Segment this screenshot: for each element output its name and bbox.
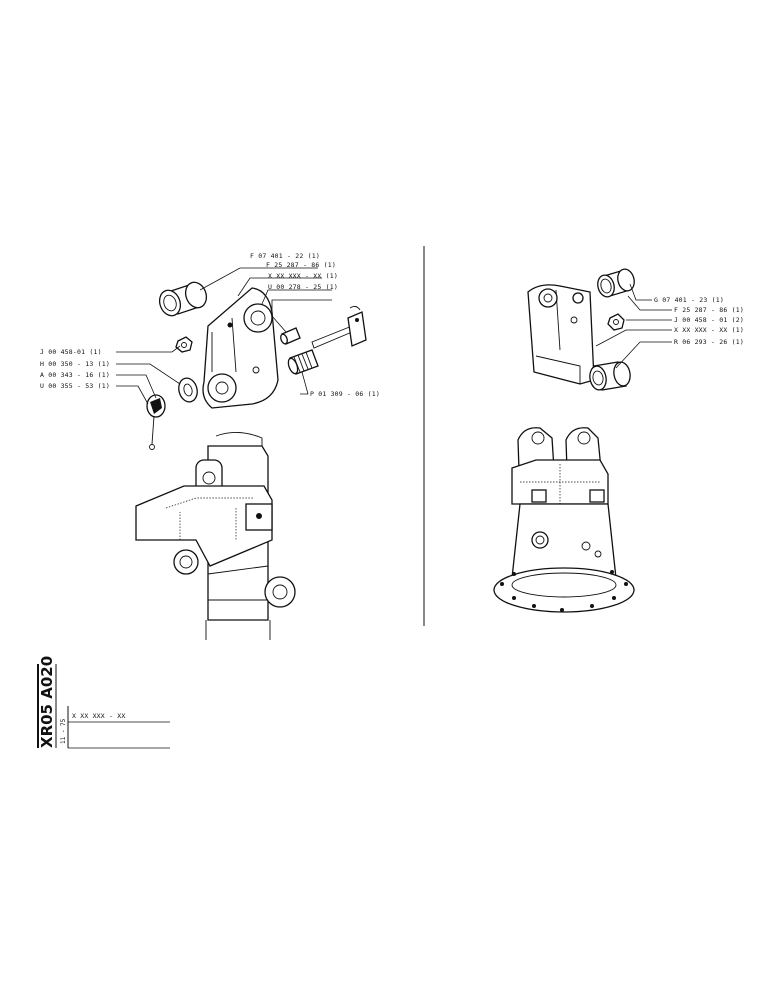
pedestal-assembly-right <box>493 427 635 613</box>
washer-left <box>178 377 198 403</box>
label-u00355-53: U 00 355 - 53 (1) <box>40 382 110 390</box>
column-assembly-left <box>135 432 296 640</box>
nut-left <box>175 336 193 353</box>
label-xxx-right: X XX XXX - XX (1) <box>674 326 744 334</box>
left-exploded-assembly: F 07 401 - 22 (1) F 25 287 - 86 (1) X XX… <box>40 252 380 640</box>
bushing-right-bottom <box>589 361 631 391</box>
lever-body-left <box>202 287 279 409</box>
label-j00458-01-right: J 00 458 - 01 (2) <box>674 316 744 324</box>
lever-block-right <box>527 284 595 385</box>
label-a00343-16: A 00 343 - 16 (1) <box>40 371 110 379</box>
label-xxx-left: X XX XXX - XX (1) <box>268 272 338 280</box>
nut-right <box>607 313 625 331</box>
label-j00458-01-left: J 00 458-01 (1) <box>40 348 102 356</box>
label-f25287-86-left: F 25 287 - 86 (1) <box>266 261 336 269</box>
cap-and-cotter-pin <box>146 394 166 450</box>
label-f07401-22: F 07 401 - 22 (1) <box>250 252 320 260</box>
label-h00350-13: H 00 350 - 13 (1) <box>40 360 110 368</box>
label-p01309-06: P 01 309 - 06 (1) <box>310 390 380 398</box>
small-bolt <box>280 327 301 345</box>
drawing-code: XR05 A020 <box>38 656 56 748</box>
label-g07401-23: G 07 401 - 23 (1) <box>654 296 724 304</box>
title-block: XR05 A020 11 - 75 X XX XXX - XX <box>37 656 170 749</box>
pin-rod <box>311 305 367 349</box>
label-r06293-26: R 06 293 - 26 (1) <box>674 338 744 346</box>
bushing-right-top <box>597 268 635 298</box>
label-f25287-86-right: F 25 287 - 86 (1) <box>674 306 744 314</box>
label-u00278-25: U 00 278 - 25 (1) <box>268 283 338 291</box>
right-exploded-assembly: G 07 401 - 23 (1) F 25 287 - 86 (1) J 00… <box>493 268 744 613</box>
spring-sleeve <box>287 349 319 375</box>
bushing-left <box>158 281 208 317</box>
drawing-date: 11 - 75 <box>60 718 67 744</box>
drawing-ref: X XX XXX - XX <box>72 712 125 720</box>
